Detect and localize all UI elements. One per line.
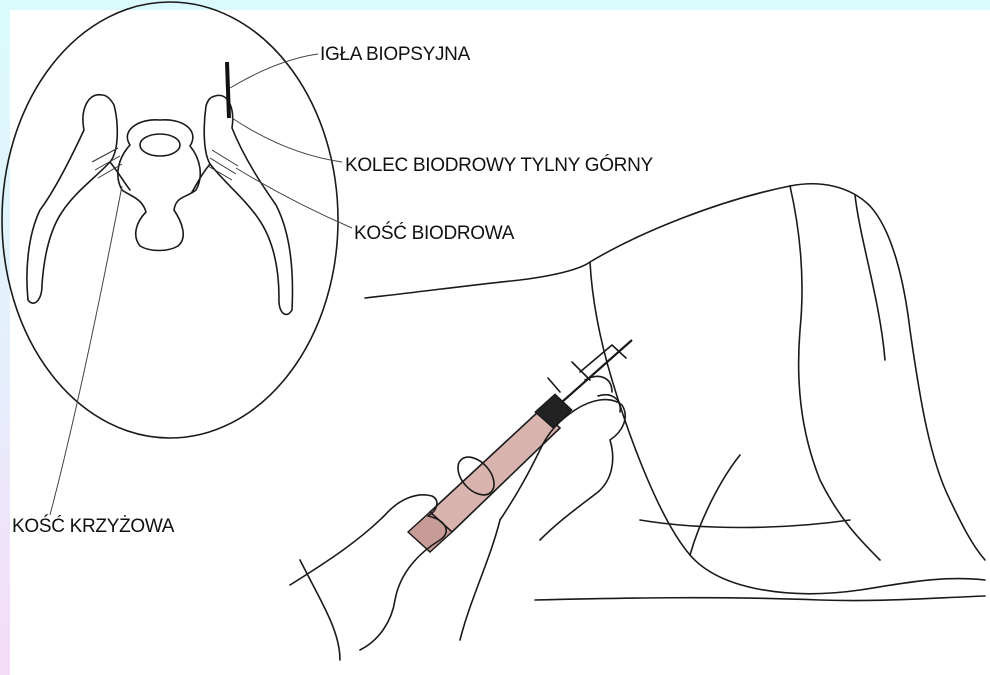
inset-needle — [227, 62, 229, 118]
label-spine: KOLEC BIODROWY TYLNY GÓRNY — [345, 154, 654, 176]
right-joint — [208, 150, 238, 180]
right-ligament — [192, 164, 210, 192]
right-fingers — [585, 376, 620, 412]
label-needle: IGŁA BIOPSYJNA — [320, 44, 471, 65]
label-sacrum: KOŚĆ KRZYŻOWA — [12, 515, 175, 537]
syringe-barrel — [430, 410, 560, 532]
needle-leader — [230, 54, 318, 88]
hip-curve — [590, 262, 985, 594]
patient-body — [365, 184, 985, 601]
biopsy-needle — [562, 340, 632, 402]
left-ilium — [27, 95, 117, 303]
right-sleeve — [460, 520, 500, 640]
right-hand — [500, 400, 625, 540]
sheet-line — [640, 520, 850, 528]
syringe-group — [408, 340, 632, 552]
lower-edge — [535, 596, 985, 601]
thigh-line — [690, 455, 740, 555]
sacrum-shape — [118, 120, 200, 251]
label-ilium: KOŚĆ BIODROWA — [354, 222, 515, 244]
buttock-crease — [790, 186, 880, 560]
inset-circle — [2, 2, 338, 438]
pelvis-inset — [2, 2, 338, 438]
leader-lines — [50, 54, 352, 515]
spinal-canal — [140, 134, 180, 156]
sacrum-leader — [50, 186, 122, 515]
